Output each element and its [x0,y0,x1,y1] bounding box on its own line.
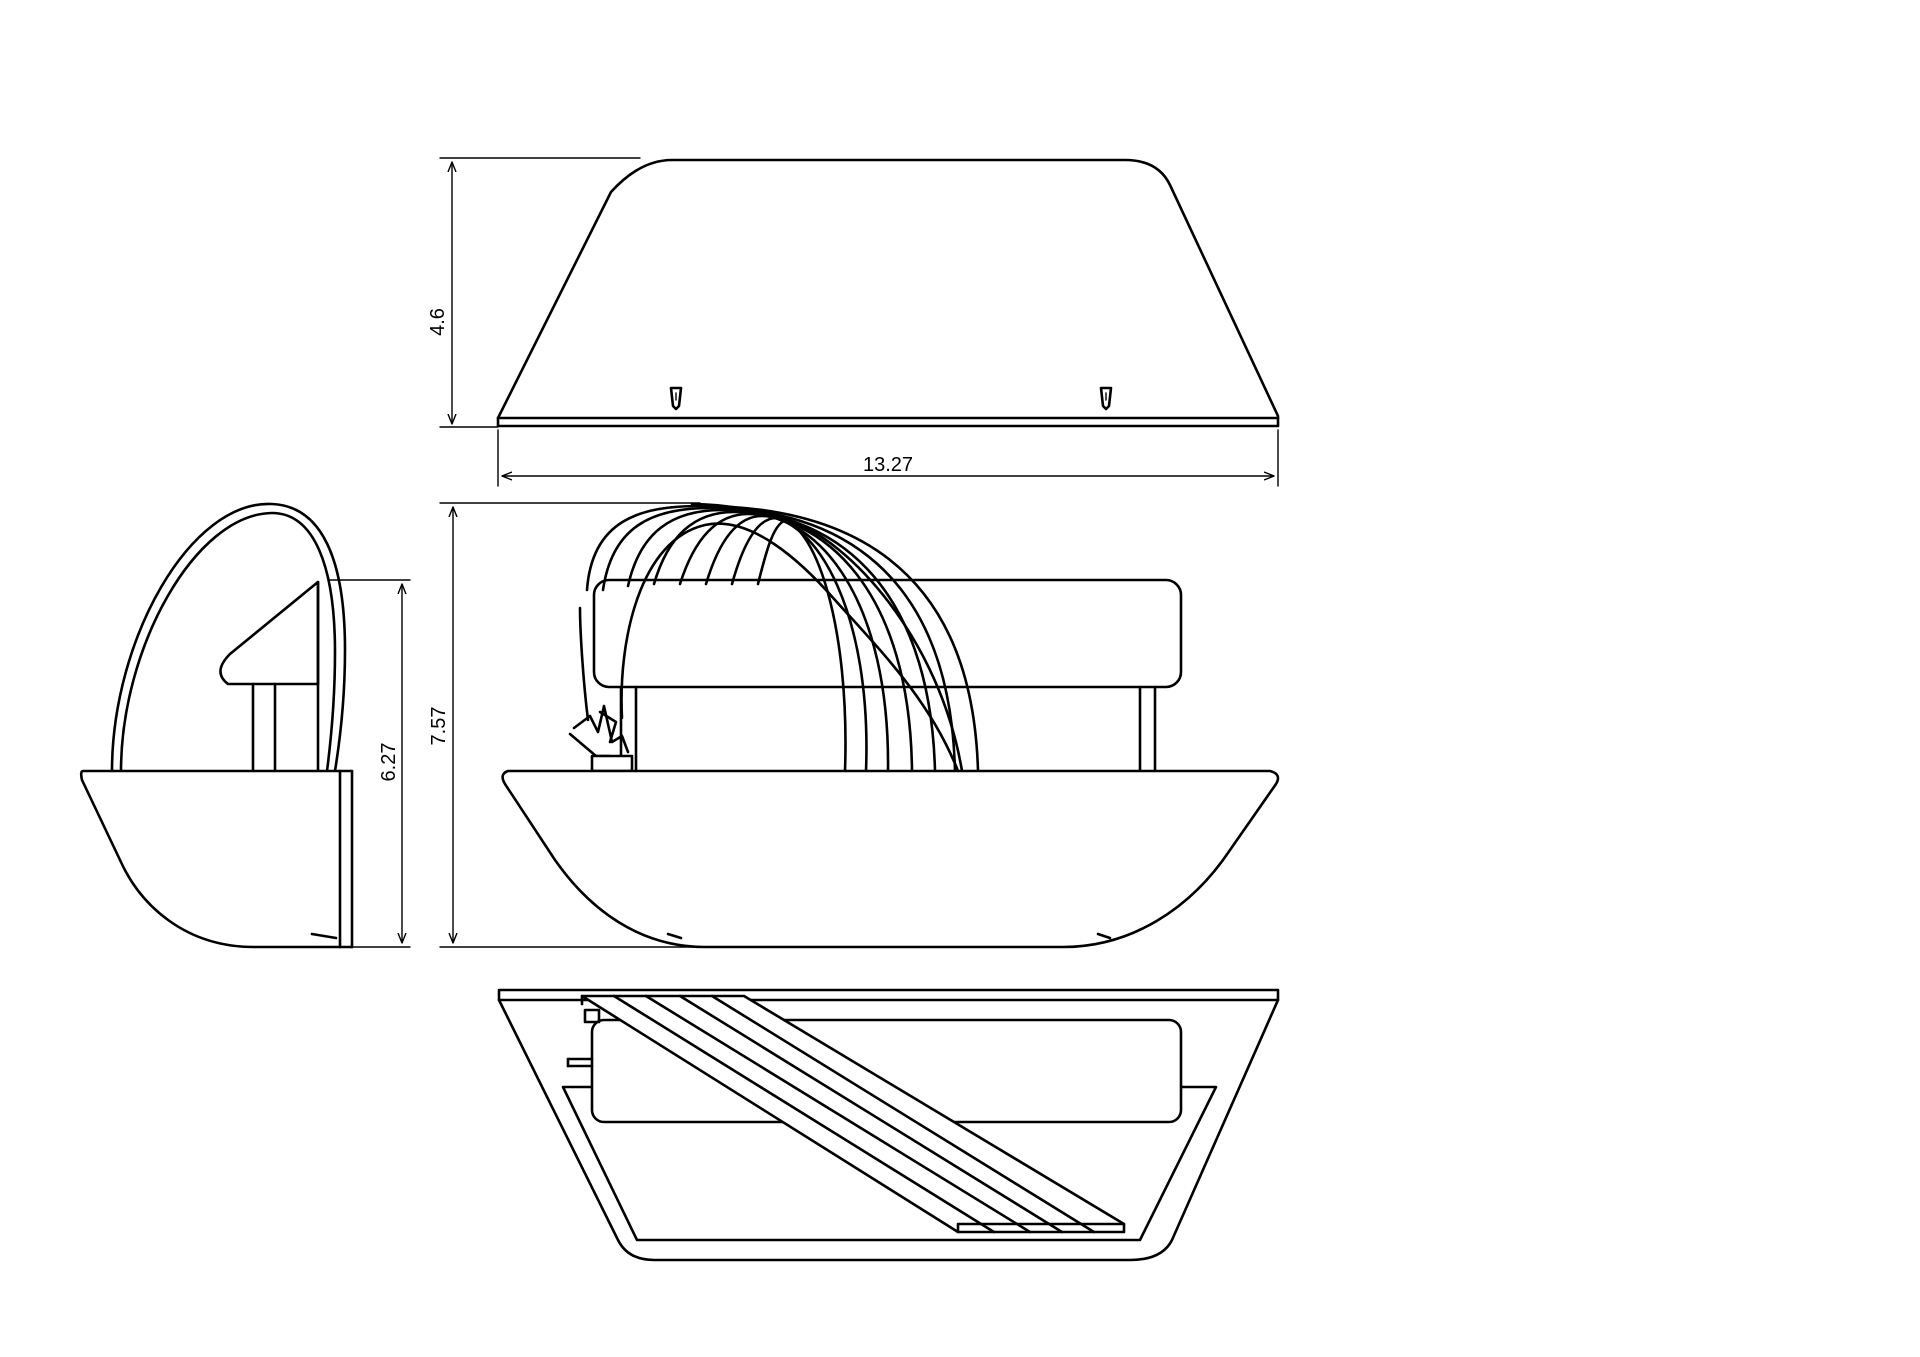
front-view-tab-right [1096,932,1112,940]
top-view [496,158,1280,428]
dimension-height-front: 7.57 [428,502,701,948]
side-view-shell-outer [110,502,347,773]
plan-view [497,988,1280,1262]
side-view-shell-inner [119,511,337,773]
front-view-inner-arch [620,522,960,773]
side-view [79,502,354,949]
dimension-label-13-27: 13.27 [863,454,913,476]
top-view-peg-right [1099,386,1113,411]
top-view-outline [496,158,1280,428]
plan-view-outer-tray [497,988,1280,1262]
dimension-height-top: 4.6 [427,157,641,428]
dimension-label-6-27: 6.27 [378,743,400,782]
dimension-width: 13.27 [497,429,1279,487]
front-view [501,502,1280,949]
dimension-label-4-6: 4.6 [427,308,449,336]
front-view-tab-left [666,932,683,940]
front-view-ribs [578,502,980,773]
side-view-bracket [219,580,320,686]
side-view-tab [310,932,338,940]
front-view-board [592,578,1183,689]
top-view-peg-left [669,386,683,411]
side-view-bowl [79,769,342,949]
dimension-label-7-57: 7.57 [428,707,450,746]
front-view-bowl [501,769,1280,949]
dimension-height-side: 6.27 [329,579,411,948]
plan-view-slats [580,994,1126,1234]
